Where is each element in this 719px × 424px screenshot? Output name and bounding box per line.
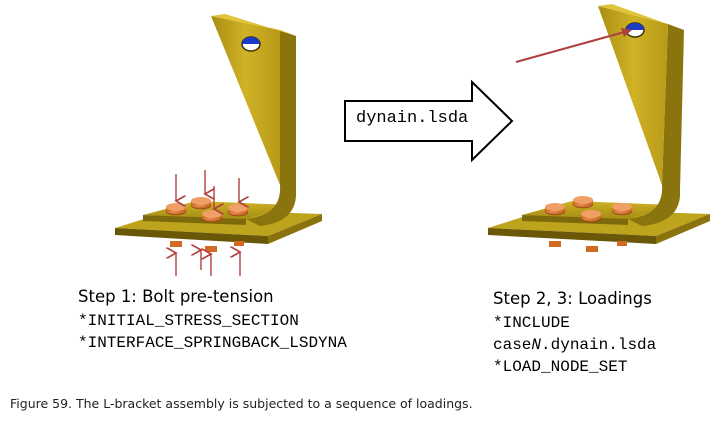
step2-keyword: *INCLUDE: [493, 314, 570, 332]
step2-keyword: *LOAD_NODE_SET: [493, 358, 628, 376]
right-bolt-nuts: [549, 241, 627, 252]
load-arrow: [515, 28, 632, 64]
right-bolt-hole: [625, 22, 645, 38]
pretension-arrows-top: [176, 170, 239, 209]
include-filename: dynain.lsda: [550, 336, 657, 354]
pretension-arrows-bottom: [176, 250, 240, 276]
step1-keyword: *INTERFACE_SPRINGBACK_LSDYNA: [78, 334, 347, 352]
step2-include-file: caseN.dynain.lsda: [493, 336, 657, 354]
step1-keyword: *INITIAL_STRESS_SECTION: [78, 312, 299, 330]
left-bolt-nuts: [170, 241, 244, 252]
include-prefix: case: [493, 336, 532, 354]
figure-caption: Figure 59. The L-bracket assembly is sub…: [10, 396, 473, 411]
right-bolts: [544, 196, 633, 223]
left-bracket-assembly: [115, 14, 322, 276]
right-bracket-upright: [598, 4, 684, 226]
arrow-label: dynain.lsda: [356, 109, 469, 128]
left-bracket-upright: [211, 14, 297, 226]
step1-title: Step 1: Bolt pre-tension: [78, 287, 274, 306]
right-bracket-assembly: [488, 4, 710, 252]
include-var: N: [531, 336, 542, 354]
process-arrow: [344, 79, 514, 163]
left-bolt-hole: [241, 36, 261, 52]
step2-title: Step 2, 3: Loadings: [493, 289, 652, 308]
